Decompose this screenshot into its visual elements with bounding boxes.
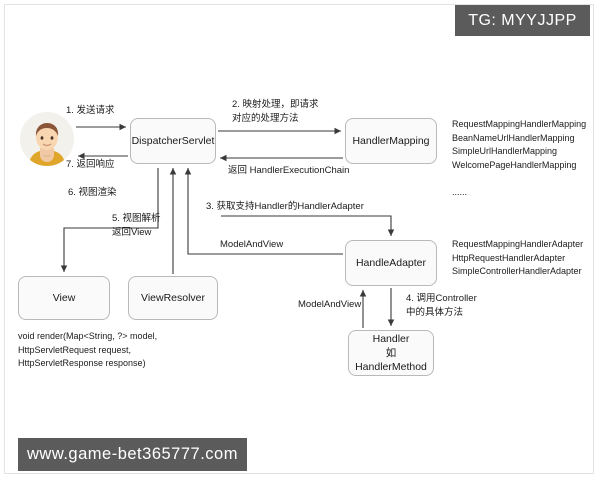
- node-handler-mapping-label: HandlerMapping: [352, 134, 430, 147]
- node-handle-adapter: HandleAdapter: [345, 240, 437, 286]
- edge-label-step1: 1. 发送请求: [66, 105, 115, 116]
- node-dispatcher-servlet-label: DispatcherServlet: [131, 134, 215, 147]
- node-dispatcher-servlet: DispatcherServlet: [130, 118, 216, 164]
- node-view: View: [18, 276, 110, 320]
- edge-label-step5: 5. 视图解析 返回View: [112, 213, 161, 238]
- edge-label-step6: 6. 视图渲染: [68, 187, 117, 198]
- edge-label-step3: 3. 获取支持Handler的HandlerAdapter: [206, 201, 364, 212]
- edge-label-model-and-view-left: ModelAndView: [220, 239, 284, 250]
- edge-label-model-and-view-mid: ModelAndView: [298, 299, 362, 310]
- node-handler-mapping: HandlerMapping: [345, 118, 437, 164]
- watermark-telegram: TG: MYYJJPP: [455, 5, 590, 36]
- node-handler: Handler 如 HandlerMethod: [348, 330, 434, 376]
- user-avatar: [20, 112, 74, 166]
- node-handler-label: Handler 如 HandlerMethod: [355, 332, 427, 374]
- edge-label-step4: 4. 调用Controller 中的具体方法: [406, 293, 477, 318]
- node-view-resolver: ViewResolver: [128, 276, 218, 320]
- node-view-label: View: [52, 291, 76, 304]
- avatar-illustration: [20, 112, 74, 166]
- edge-label-step2: 2. 映射处理，即请求 对应的处理方法: [232, 99, 319, 124]
- watermark-site-url: www.game-bet365777.com: [18, 438, 247, 471]
- annotation-handler-mapping-implementations: RequestMappingHandlerMapping BeanNameUrl…: [452, 119, 587, 197]
- node-handle-adapter-label: HandleAdapter: [355, 256, 427, 269]
- edge-label-step7: 7. 返回响应: [66, 159, 115, 170]
- node-view-resolver-label: ViewResolver: [141, 291, 205, 304]
- annotation-render-method-signature: void render(Map<String, ?> model, HttpSe…: [18, 331, 158, 368]
- edge-label-return-execution-chain: 返回 HandlerExecutionChain: [228, 165, 350, 176]
- annotation-handler-adapter-implementations: RequestMappingHandlerAdapter HttpRequest…: [452, 239, 584, 276]
